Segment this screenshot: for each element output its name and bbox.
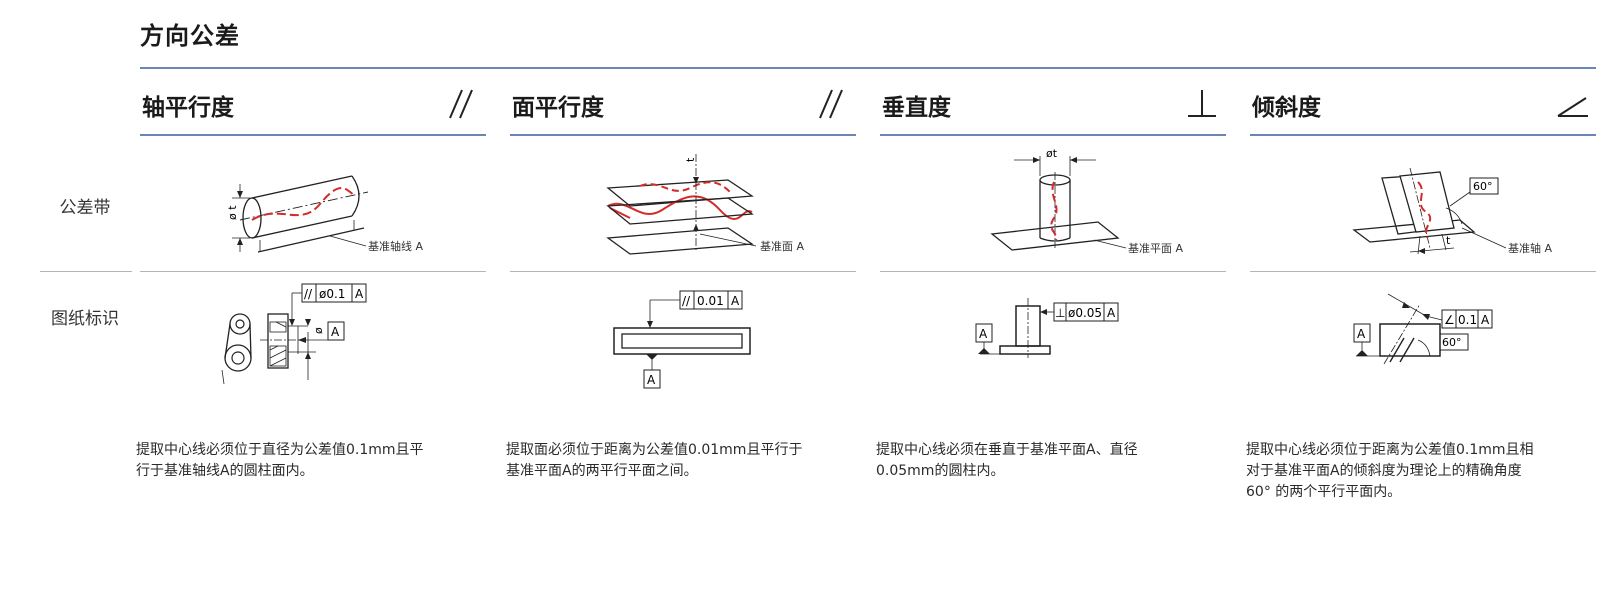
frame-value: ø0.1 (319, 287, 345, 301)
row-divider (140, 271, 486, 272)
frame-symbol: ∠ (1444, 313, 1455, 327)
tolerance-zone-figure: 60° t 基准轴 A (1352, 167, 1552, 255)
frame-value: ø0.05 (1068, 306, 1102, 320)
row-divider (1250, 271, 1596, 272)
datum-box-label: A (1357, 327, 1366, 341)
column-surface-parallelism: 面平行度 t 基准面 A // 0.01 A A 提取面必须位于距离为 (506, 78, 856, 588)
frame-value: 0.01 (697, 294, 724, 308)
column-title: 面平行度 (512, 95, 604, 121)
frame-datum: A (731, 294, 740, 308)
title-divider (140, 67, 1596, 69)
row-label-drawing-marking: 图纸标识 (51, 309, 119, 329)
row-divider (510, 271, 856, 272)
angularity-icon (1557, 97, 1588, 117)
datum-axis-label: 基准轴线 A (368, 239, 423, 253)
column-divider (1250, 134, 1596, 136)
column-divider (880, 134, 1226, 136)
row-divider (880, 271, 1226, 272)
datum-box-label: A (979, 327, 988, 341)
column-divider (140, 134, 486, 136)
tolerance-zone-figure: ø t 基准轴线 A (226, 175, 423, 253)
tolerance-zone-figure: t 基准面 A (606, 154, 804, 255)
datum-box-label: A (331, 325, 340, 339)
zone-dimension-label: øt (1046, 148, 1058, 160)
zone-dimension-label: ø t (226, 205, 239, 220)
column-axis-parallelism: 轴平行度 ø t 基准轴线 A (136, 78, 486, 588)
row-label-tolerance-zone: 公差带 (59, 198, 111, 218)
drawing-marking-figure: ⊥ ø0.05 A A (975, 298, 1119, 358)
description: 提取面必须位于距离为公差值0.01mm且平行于基准平面A的两平行平面之间。 (506, 442, 803, 479)
datum-box-label: A (647, 373, 656, 387)
drawing-marking-figure: // ø0.1 A ø A (221, 283, 367, 385)
column-angularity: 倾斜度 60° t 基准轴 A ∠ 0.1 A (1246, 78, 1596, 588)
frame-symbol: ⊥ (1055, 306, 1065, 320)
tolerance-zone-figure: øt 基准平面 A (990, 148, 1183, 255)
zone-dimension-label: t (684, 157, 697, 162)
frame-datum: A (1481, 313, 1490, 327)
column-title: 倾斜度 (1252, 95, 1321, 121)
datum-plane-label: 基准平面 A (1128, 242, 1183, 255)
row-divider (40, 271, 132, 272)
frame-symbol: // (304, 287, 313, 301)
column-perpendicularity: 垂直度 øt 基准平面 A ⊥ ø0.05 A (876, 78, 1226, 588)
perpendicularity-icon (1188, 90, 1216, 117)
zone-angle-label: 60° (1473, 180, 1493, 193)
frame-symbol: // (682, 294, 691, 308)
parallelism-icon (449, 89, 473, 119)
column-title: 垂直度 (882, 95, 951, 121)
mark-dim-label: ø (312, 327, 325, 334)
datum-axis-label: 基准轴 A (1508, 241, 1552, 255)
frame-value: 0.1 (1458, 313, 1477, 327)
zone-dimension-label: t (1446, 234, 1451, 247)
description: 提取中心线必须在垂直于基准平面A、直径0.05mm的圆柱内。 (876, 442, 1138, 479)
column-title: 轴平行度 (142, 95, 234, 121)
frame-datum: A (1107, 306, 1116, 320)
description: 提取中心线必须位于直径为公差值0.1mm且平行于基准轴线A的圆柱面内。 (136, 442, 424, 479)
mark-angle-label: 60° (1442, 336, 1462, 349)
column-divider (510, 134, 856, 136)
page-title: 方向公差 (140, 22, 240, 50)
frame-datum: A (355, 287, 364, 301)
description: 提取中心线必须位于距离为公差值0.1mm且相对于基准平面A的倾斜度为理论上的精确… (1246, 442, 1534, 500)
drawing-marking-figure: // 0.01 A A (613, 290, 751, 389)
parallelism-icon (819, 89, 843, 119)
drawing-marking-figure: ∠ 0.1 A 60° A (1353, 293, 1493, 365)
datum-plane-label: 基准面 A (760, 240, 804, 253)
